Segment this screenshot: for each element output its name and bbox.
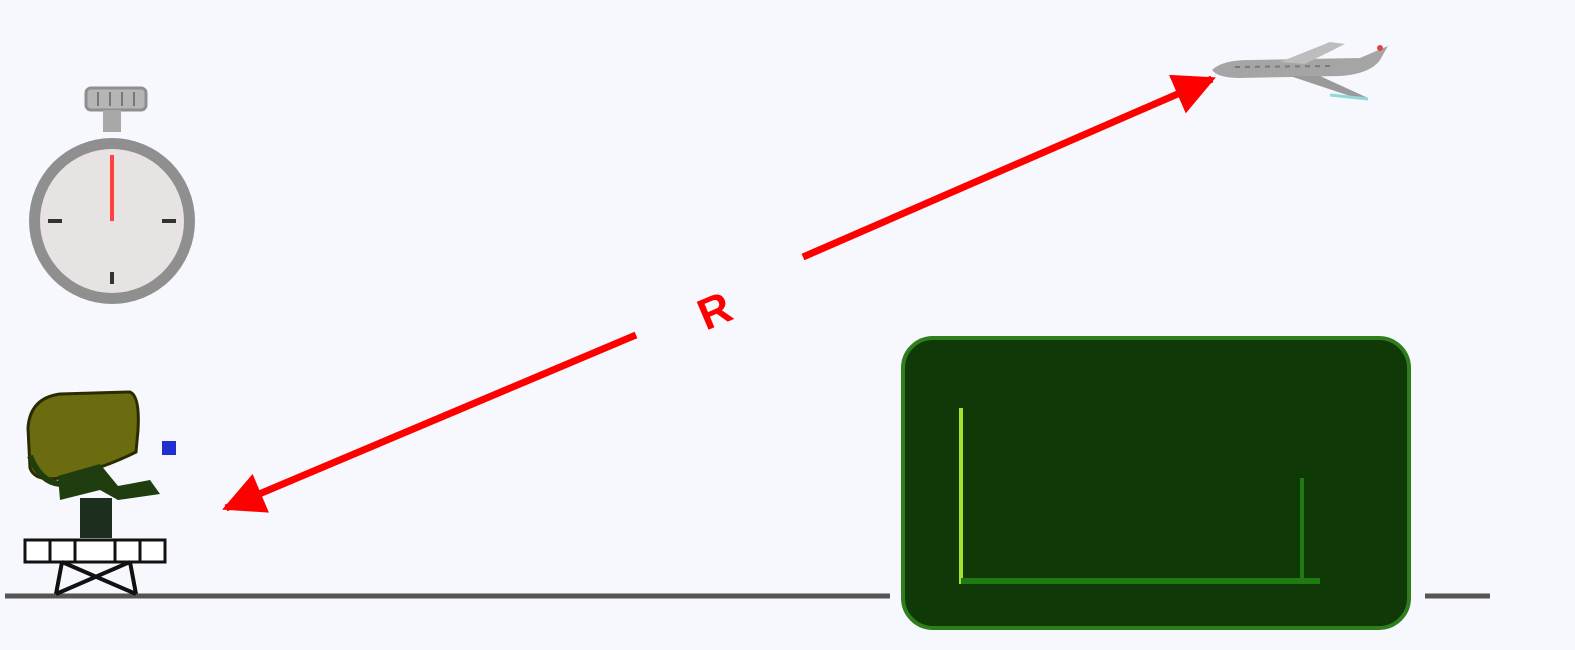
oscilloscope-display [901, 336, 1411, 630]
range-label: R [691, 283, 739, 341]
signal-marker [162, 441, 176, 455]
range-arrow-return [222, 331, 638, 513]
stopwatch-icon [29, 86, 195, 304]
range-arrow-outgoing [801, 74, 1216, 261]
radar-antenna-icon [23, 390, 167, 596]
airplane-icon [1212, 42, 1388, 101]
